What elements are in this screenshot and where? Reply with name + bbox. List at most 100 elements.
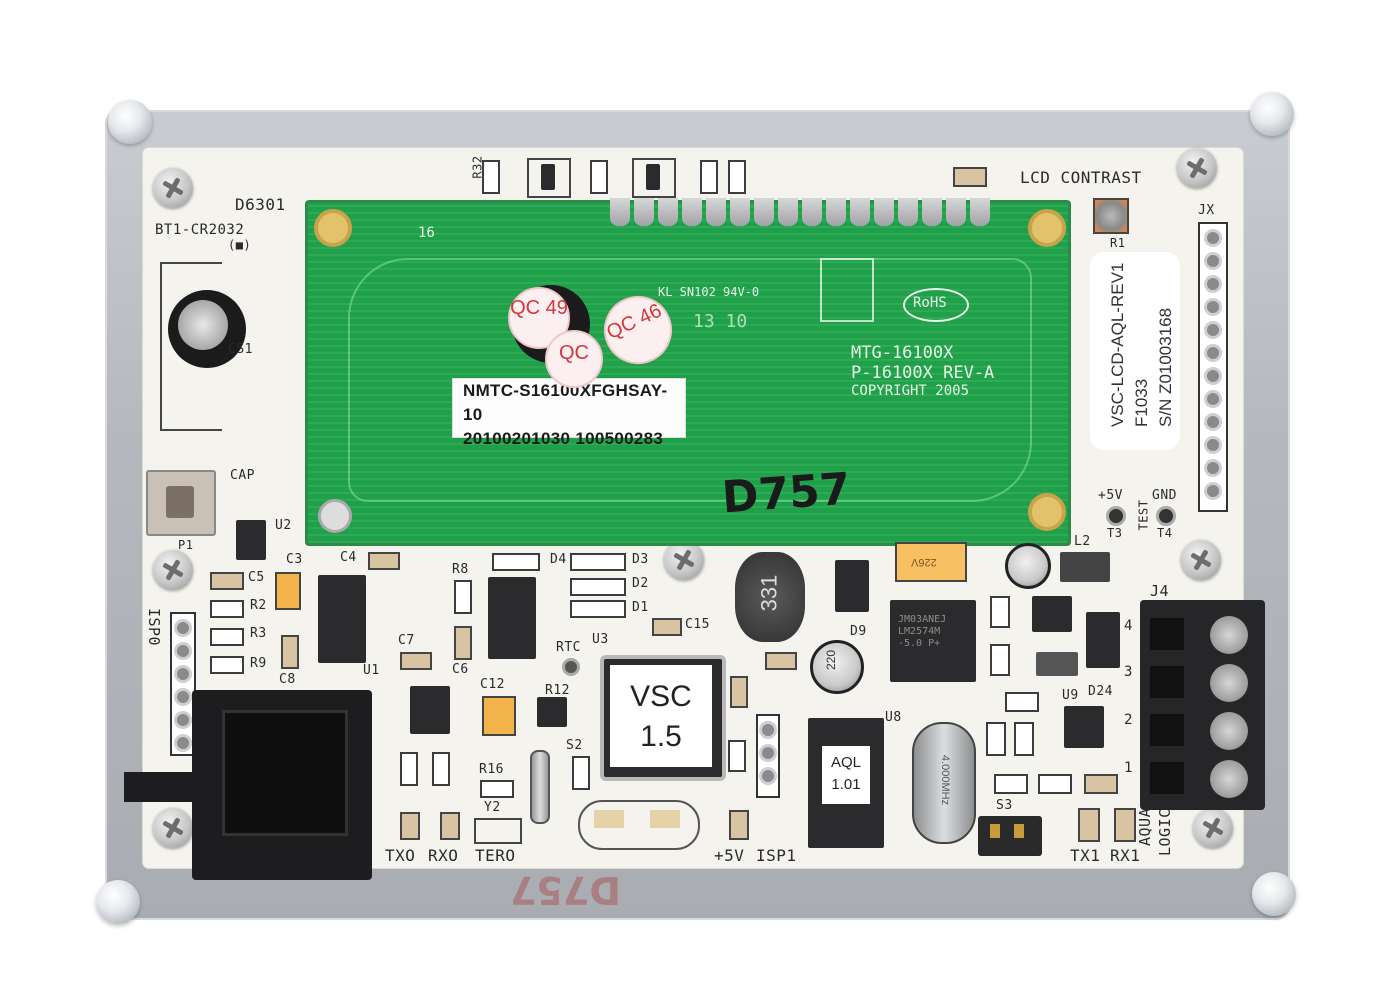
- silk-u9: U9: [1062, 688, 1079, 703]
- silk-u2: U2: [275, 518, 292, 533]
- silk-plus5v-bottom: +5V: [714, 846, 745, 865]
- aql-label: AQL 1.01: [822, 746, 870, 804]
- silk-plus5v: +5V: [1098, 488, 1123, 503]
- tantalum-c11: 226V: [895, 542, 967, 582]
- lcd-serial-label: NMTC-S16100XFGHSAY-10 20100201030 100500…: [452, 378, 686, 448]
- terminal-screw-2[interactable]: [1210, 712, 1248, 750]
- ic-u6: [410, 686, 450, 734]
- silk-tx1: TX1: [1070, 846, 1101, 865]
- terminal-block-j4[interactable]: [1140, 600, 1265, 810]
- mount-hole-icon: [1028, 209, 1066, 247]
- ic-u9: [1064, 706, 1104, 748]
- silk-u7: R12: [545, 683, 570, 698]
- terminal-slot: [1150, 618, 1184, 650]
- cap-marking: 220: [824, 649, 839, 671]
- lcd-copyright-text: COPYRIGHT 2005: [851, 383, 970, 399]
- screw-icon: [318, 499, 352, 533]
- silk-polarity: (■): [228, 238, 252, 252]
- silk-c12: C12: [480, 677, 505, 692]
- resistor-r9: [210, 656, 244, 674]
- silk-c6: C6: [452, 662, 469, 677]
- silk-j4: J4: [1150, 582, 1170, 600]
- silk-c15: C15: [685, 617, 710, 632]
- capacitor-c7: [400, 652, 432, 670]
- terminal-screw-3[interactable]: [1210, 664, 1248, 702]
- inductor-l1: 331: [735, 552, 805, 642]
- capacitor-c14: [765, 652, 797, 670]
- silk-d4: D4: [550, 552, 567, 567]
- silk-c3: C3: [286, 552, 303, 567]
- screw-icon: [1177, 148, 1217, 188]
- coin-cell-battery: [168, 290, 246, 368]
- lcd-label-line1: NMTC-S16100XFGHSAY-10: [463, 381, 668, 424]
- crystal-4mhz: 4.000MHz: [912, 722, 976, 844]
- screw-icon: [664, 540, 704, 580]
- jumper-s2[interactable]: [474, 818, 522, 844]
- silk-t3: T3: [1107, 526, 1123, 540]
- tantalum-marking: 226V: [911, 556, 937, 568]
- ic-u4: [488, 577, 536, 659]
- u2-sot-chip: [236, 520, 266, 560]
- contrast-trimpot[interactable]: [1093, 198, 1129, 234]
- terminal-screw-1[interactable]: [1210, 760, 1248, 798]
- tactile-switch: [146, 470, 216, 536]
- diode-d24: [1086, 612, 1120, 668]
- transistor-q3-outline: [527, 158, 571, 198]
- jx-header: [1198, 222, 1228, 512]
- standoff-top-left: [108, 100, 152, 144]
- led-d6: [400, 812, 420, 840]
- standoff-bottom-left: [96, 880, 140, 924]
- resistor-r13: [432, 752, 450, 786]
- silk-u1: U1: [363, 663, 380, 678]
- resistor-r25: [1005, 692, 1039, 712]
- silk-d1: D1: [632, 600, 649, 615]
- silk-logic: LOGIC: [1156, 808, 1174, 856]
- silk-tero: TERO: [475, 846, 516, 865]
- silk-u8: U8: [885, 710, 902, 725]
- test-point-t4[interactable]: [1156, 506, 1176, 526]
- mcu-label: VSC 1.5: [610, 665, 712, 767]
- rj45-connector[interactable]: [192, 690, 372, 880]
- silk-terminal-1: 1: [1124, 760, 1133, 776]
- silk-d24: D24: [1088, 684, 1113, 699]
- crystal-marking: 4.000MHz: [939, 754, 952, 806]
- mcu-label-line2: 1.5: [640, 720, 682, 753]
- led-d22: [1078, 808, 1100, 842]
- silk-p1: P1: [178, 538, 194, 552]
- diode-d9: [835, 560, 869, 612]
- lcd-module-board: MTG-16100X P-16100X REV-A COPYRIGHT 2005…: [305, 200, 1071, 546]
- silk-d2: D2: [632, 576, 649, 591]
- jumper-s3[interactable]: [978, 816, 1042, 856]
- silk-terminal-4: 4: [1124, 618, 1133, 634]
- test-point-t3[interactable]: [1106, 506, 1126, 526]
- aql-label-line1: AQL: [830, 754, 861, 771]
- terminal-slot: [1150, 666, 1184, 698]
- silk-terminal-3: 3: [1124, 664, 1133, 680]
- silk-r16: S2: [566, 738, 583, 753]
- lcd-model-text: MTG-16100X: [851, 343, 954, 363]
- silk-c8: C8: [279, 672, 296, 687]
- tantalum-c3: [275, 572, 301, 610]
- terminal-screw-4[interactable]: [1210, 616, 1248, 654]
- lcd-label-line2: 20100201030 100500283: [463, 429, 664, 448]
- transistor-q: [1032, 596, 1072, 632]
- silk-d9: D9: [850, 624, 867, 639]
- lcd-header-pins: [610, 198, 990, 226]
- mount-hole-icon: [314, 209, 352, 247]
- silk-terminal-2: 2: [1124, 712, 1133, 728]
- electrolytic-cap-47uf: [1005, 543, 1051, 589]
- screw-icon: [153, 808, 193, 848]
- silk-d6301: D6301: [235, 195, 286, 214]
- mcu-u3: VSC 1.5: [600, 655, 726, 781]
- resistor-r10: [728, 160, 746, 194]
- silk-cap: CAP: [230, 468, 255, 483]
- capacitor-c15: [652, 618, 682, 636]
- capacitor-c5: [210, 572, 244, 590]
- tantalum-c12: [482, 696, 516, 736]
- resistor-r17: [590, 160, 608, 194]
- silk-rtc: RTC: [556, 640, 581, 655]
- weee-bin-icon: [820, 258, 874, 322]
- silk-isp1: ISP1: [756, 846, 797, 865]
- ic-u7: [537, 697, 567, 727]
- test-point-rtc[interactable]: [562, 658, 580, 676]
